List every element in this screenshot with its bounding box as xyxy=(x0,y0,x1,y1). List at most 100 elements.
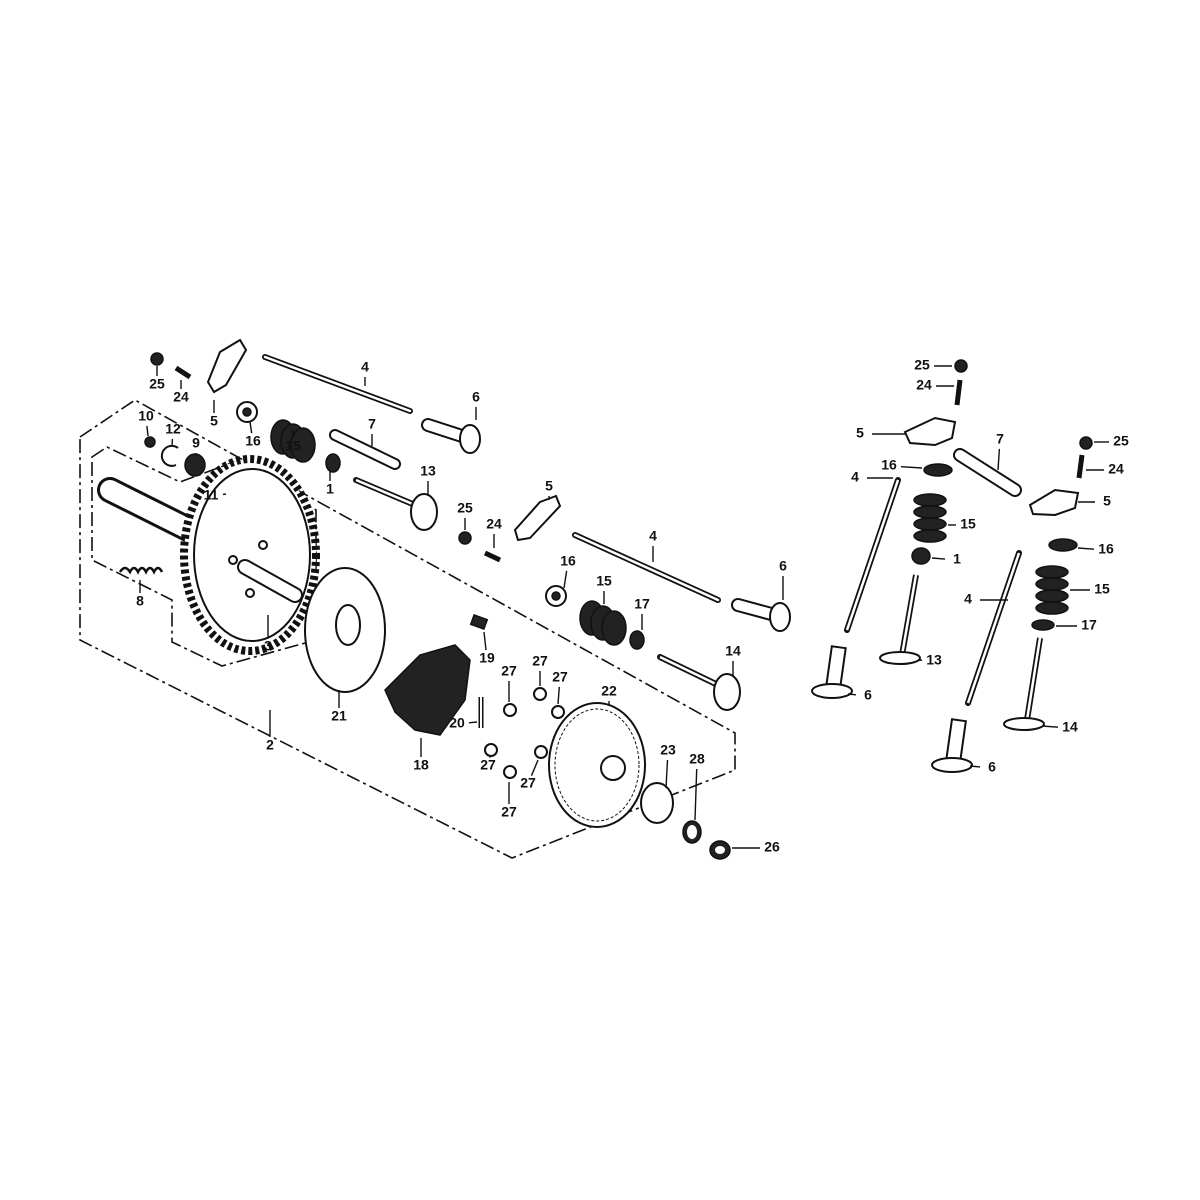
callout-label: 5 xyxy=(856,425,864,441)
callout-25: 25 xyxy=(1094,433,1129,449)
leader-line xyxy=(563,570,568,589)
callout-label: 21 xyxy=(331,708,347,724)
callout-10: 10 xyxy=(138,408,154,437)
callout-5: 5 xyxy=(210,400,218,429)
key-19 xyxy=(469,613,489,631)
callout-label: 7 xyxy=(996,431,1004,447)
callout-4: 4 xyxy=(851,469,893,485)
tappet-part xyxy=(825,645,847,689)
callout-label: 13 xyxy=(926,652,942,668)
callout-14: 14 xyxy=(1041,719,1078,735)
valve-spring xyxy=(579,600,627,646)
callout-25: 25 xyxy=(914,357,952,373)
lock-nut xyxy=(458,531,472,545)
callout-label: 28 xyxy=(689,751,705,767)
valve-stem-inner xyxy=(1025,637,1042,721)
callout-15: 15 xyxy=(948,516,976,532)
valve-spring xyxy=(913,493,947,543)
disc-22 xyxy=(548,702,646,828)
gear-hole xyxy=(258,540,268,550)
pushrod-inner xyxy=(845,479,900,631)
circlip-12 xyxy=(160,444,179,467)
valve-spring xyxy=(270,419,316,463)
callout-label: 5 xyxy=(545,478,553,494)
spring-retainer xyxy=(923,463,953,477)
rocker-arm xyxy=(206,338,248,394)
callout-13: 13 xyxy=(420,463,436,496)
callout-label: 13 xyxy=(420,463,436,479)
rocker-arm xyxy=(1028,488,1080,517)
callout-6: 6 xyxy=(847,687,872,703)
callout-label: 5 xyxy=(1103,493,1111,509)
callout-label: 3 xyxy=(264,638,272,654)
callout-7: 7 xyxy=(368,416,376,446)
callout-20: 20 xyxy=(449,715,478,731)
tappet-foot xyxy=(811,683,853,699)
callout-label: 18 xyxy=(413,757,429,773)
valve-stem-inner xyxy=(900,574,918,656)
callout-label: 5 xyxy=(210,413,218,429)
callout-label: 2 xyxy=(266,737,274,753)
tappet-foot xyxy=(769,602,791,632)
callout-label: 10 xyxy=(138,408,154,424)
rocker-shaft-inner xyxy=(955,450,1020,495)
callout-1: 1 xyxy=(931,551,961,567)
circlip-28-inner xyxy=(687,825,697,839)
callout-4: 4 xyxy=(964,591,1008,607)
callout-16: 16 xyxy=(1077,541,1114,557)
callout-24: 24 xyxy=(916,377,954,393)
callout-label: 15 xyxy=(596,573,612,589)
callout-14: 14 xyxy=(725,643,741,676)
callout-label: 7 xyxy=(368,416,376,432)
ball-27 xyxy=(533,687,547,701)
callout-26: 26 xyxy=(732,839,780,855)
leader-line xyxy=(997,448,1001,471)
leader-line xyxy=(931,557,946,560)
callout-17: 17 xyxy=(634,596,650,630)
weight-holder-18 xyxy=(384,644,471,736)
callout-label: 4 xyxy=(649,528,657,544)
callout-4: 4 xyxy=(361,359,369,386)
ball-27 xyxy=(551,705,565,719)
valve-head xyxy=(410,493,438,531)
callout-label: 27 xyxy=(552,669,568,685)
leader-line xyxy=(847,693,857,696)
callout-label: 16 xyxy=(560,553,576,569)
callout-15: 15 xyxy=(596,573,612,604)
callout-6: 6 xyxy=(969,759,996,775)
tappet-foot xyxy=(931,757,973,773)
lock-nut xyxy=(150,352,164,366)
callout-label: 20 xyxy=(449,715,465,731)
callout-label: 15 xyxy=(285,438,301,454)
callout-25: 25 xyxy=(149,366,165,392)
callout-5: 5 xyxy=(856,425,905,441)
valve-head xyxy=(1003,717,1045,731)
leader-line xyxy=(1041,725,1059,728)
callout-4: 4 xyxy=(649,528,657,562)
callout-13: 13 xyxy=(917,652,942,668)
callout-label: 27 xyxy=(501,804,517,820)
callout-27: 27 xyxy=(501,663,517,702)
callout-16: 16 xyxy=(245,421,261,449)
callout-label: 14 xyxy=(1062,719,1078,735)
disc-22-hub xyxy=(600,755,626,781)
spring-seat xyxy=(629,630,645,650)
callout-label: 12 xyxy=(165,421,181,437)
lock-nut xyxy=(954,359,968,373)
assembly-outline-2 xyxy=(79,399,736,859)
gear-hole xyxy=(228,555,238,565)
leader-line xyxy=(530,759,539,776)
pushrod-inner xyxy=(263,355,412,413)
callout-label: 6 xyxy=(864,687,872,703)
callout-24: 24 xyxy=(173,380,189,405)
ball-27 xyxy=(534,745,548,759)
pushrod-inner xyxy=(573,533,720,602)
callout-label: 25 xyxy=(914,357,930,373)
callout-5: 5 xyxy=(1078,493,1111,509)
callout-22: 22 xyxy=(601,683,617,706)
callout-21: 21 xyxy=(331,690,347,724)
callout-label: 27 xyxy=(532,653,548,669)
callout-label: 24 xyxy=(916,377,932,393)
